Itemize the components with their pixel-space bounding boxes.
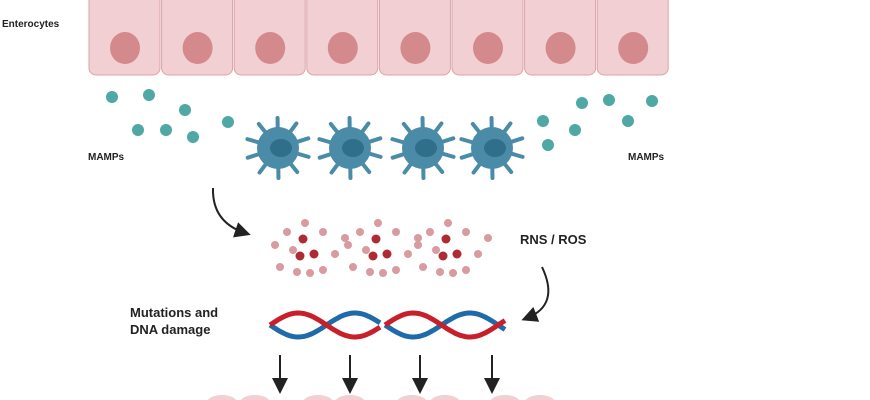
mamps-layer — [106, 89, 658, 151]
ros-particle-light — [289, 246, 297, 254]
ros-particle-dark — [309, 249, 319, 259]
ros-particle-light — [444, 219, 452, 227]
ros-particle-light — [301, 219, 309, 227]
ros-particle-light — [366, 268, 374, 276]
ros-particle-light — [414, 234, 422, 242]
enterocyte-nucleus — [255, 32, 286, 64]
ros-particle-light — [449, 269, 457, 277]
ros-particle-light — [436, 268, 444, 276]
mamp-particle — [542, 139, 554, 151]
ros-particle-light — [426, 228, 434, 236]
damaged-cells-layer — [207, 395, 555, 400]
mamp-particle — [143, 89, 155, 101]
damaged-cell — [335, 395, 365, 400]
dna-layer — [268, 310, 507, 340]
immune-cells-layer — [245, 116, 525, 180]
ros-particle-light — [474, 250, 482, 258]
damaged-cell — [207, 395, 237, 400]
mamp-particle — [187, 131, 199, 143]
ros-particle-light — [306, 269, 314, 277]
mutations-label-line1: Mutations and — [130, 305, 219, 320]
mamp-particle — [622, 115, 634, 127]
immune-cell-nucleus — [484, 139, 506, 157]
ros-particle-light — [362, 246, 370, 254]
ros-particle-light — [374, 219, 382, 227]
enterocyte-nucleus — [618, 32, 649, 64]
rns-ros-label: RNS / ROS — [520, 232, 587, 247]
mamps-right-label: MAMPs — [628, 152, 665, 163]
ros-particle-dark — [298, 234, 308, 244]
ros-particle-light — [319, 266, 327, 274]
mamp-particle — [603, 94, 615, 106]
immune-cell-nucleus — [342, 139, 364, 157]
arrows-layer — [211, 187, 550, 394]
mamp-particle — [569, 124, 581, 136]
ros-particle-light — [414, 241, 422, 249]
ros-particle-light — [344, 241, 352, 249]
mamp-particle — [160, 124, 172, 136]
ros-particle-dark — [452, 249, 462, 259]
mamp-particle — [646, 95, 658, 107]
ros-particle-light — [271, 241, 279, 249]
ros-particle-light — [283, 228, 291, 236]
ros-particle-light — [484, 234, 492, 242]
ros-particle-dark — [382, 249, 392, 259]
ros-particle-dark — [371, 234, 381, 244]
immune-cell-nucleus — [270, 139, 292, 157]
immune-cell-nucleus — [415, 139, 437, 157]
damaged-cell — [525, 395, 555, 400]
mamp-particle — [537, 115, 549, 127]
ros-particle-light — [392, 266, 400, 274]
ros-particle-dark — [368, 251, 378, 261]
enterocyte-layer — [88, 0, 669, 76]
ros-particle-light — [392, 228, 400, 236]
ros-particle-light — [293, 268, 301, 276]
enterocytes-label: Enterocytes — [2, 19, 60, 30]
curved-arrow-right — [521, 266, 550, 322]
mamp-particle — [576, 97, 588, 109]
ros-layer — [271, 219, 492, 277]
damaged-cell — [490, 395, 520, 400]
damaged-cell — [303, 395, 333, 400]
dna-strand-red — [383, 310, 507, 340]
ros-particle-light — [356, 228, 364, 236]
mamp-particle — [222, 116, 234, 128]
mamp-particle — [179, 104, 191, 116]
mamps-left-label: MAMPs — [88, 152, 125, 163]
enterocyte-nucleus — [327, 32, 358, 64]
enterocyte-nucleus — [473, 32, 503, 64]
ros-particle-light — [341, 234, 349, 242]
ros-particle-dark — [438, 251, 448, 261]
damaged-cell — [430, 395, 460, 400]
ros-particle-light — [319, 228, 327, 236]
mamp-particle — [132, 124, 144, 136]
ros-particle-dark — [295, 251, 305, 261]
ros-particle-light — [379, 269, 387, 277]
ros-particle-light — [331, 250, 339, 258]
enterocyte-nucleus — [110, 32, 140, 64]
ros-particle-light — [462, 228, 470, 236]
damaged-cell — [397, 395, 427, 400]
enterocyte-nucleus — [400, 32, 431, 64]
ros-particle-light — [419, 263, 427, 271]
mutations-label-line2: DNA damage — [130, 322, 211, 337]
ros-particle-dark — [441, 234, 451, 244]
ros-particle-light — [404, 250, 412, 258]
enterocyte-nucleus — [545, 32, 576, 64]
mamp-particle — [106, 91, 118, 103]
curved-arrow-left — [211, 187, 251, 238]
ros-particle-light — [349, 263, 357, 271]
ros-particle-light — [276, 263, 284, 271]
dna-strand-red — [268, 310, 382, 340]
ros-particle-light — [462, 266, 470, 274]
dna-strand-blue — [383, 310, 507, 340]
ros-particle-light — [432, 246, 440, 254]
enterocyte-nucleus — [182, 32, 213, 64]
damaged-cell — [240, 395, 270, 400]
